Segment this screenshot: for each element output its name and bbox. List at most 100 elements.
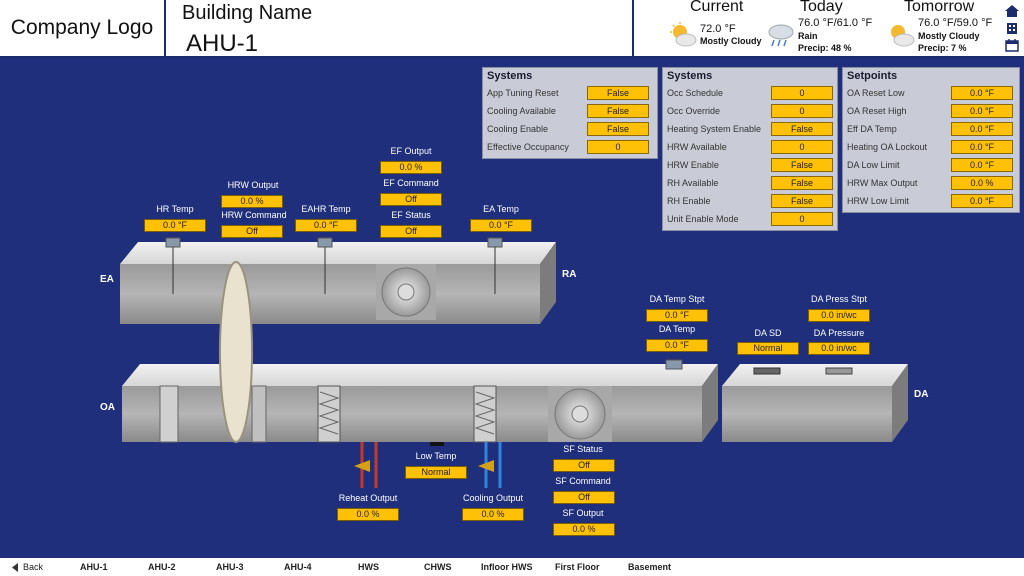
nav-ahu-3[interactable]: AHU-3	[216, 562, 244, 572]
hrw-output-label: HRW Output	[227, 180, 279, 190]
da-temp-stpt-value[interactable]: 0.0 °F	[646, 309, 708, 322]
value-box[interactable]: 0	[771, 104, 833, 118]
weather-tomorrow-temp: 76.0 °F/59.0 °F	[918, 17, 993, 29]
nav-ahu-4[interactable]: AHU-4	[284, 562, 312, 572]
sf-status-value[interactable]: Off	[553, 459, 615, 472]
da-pressure-value[interactable]: 0.0 in/wc	[808, 342, 870, 355]
upper-duct-side	[540, 242, 556, 324]
home-icon[interactable]	[1004, 4, 1020, 18]
da-duct-top	[722, 364, 908, 386]
sf-status-label: SF Status	[563, 444, 603, 454]
value-box[interactable]: False	[771, 194, 833, 208]
weather-tomorrow-precip: Precip: 7 %	[918, 43, 967, 53]
da-temp-sensor	[665, 359, 683, 370]
value-box[interactable]: 0.0 °F	[951, 194, 1013, 208]
ea-label: EA	[100, 274, 114, 285]
value-box[interactable]: 0	[587, 140, 649, 154]
value-box[interactable]: 0.0 °F	[951, 122, 1013, 136]
weather-today-heading: Today	[800, 0, 843, 15]
da-pressure-sensor	[825, 367, 853, 375]
back-button[interactable]: Back	[12, 562, 43, 572]
calendar-icon[interactable]	[1005, 38, 1019, 53]
nav-chws[interactable]: CHWS	[424, 562, 452, 572]
cooling-output-value[interactable]: 0.0 %	[462, 508, 524, 521]
ef-status-value[interactable]: Off	[380, 225, 442, 238]
nav-ahu-1[interactable]: AHU-1	[80, 562, 108, 572]
weather-tomorrow-desc: Mostly Cloudy	[918, 31, 980, 41]
da-temp-value[interactable]: 0.0 °F	[646, 339, 708, 352]
building-icon[interactable]	[1005, 21, 1019, 35]
weather-today-desc: Rain	[798, 31, 818, 41]
hrw-output-value[interactable]: 0.0 %	[221, 195, 283, 208]
value-box[interactable]: False	[587, 86, 649, 100]
value-box[interactable]: False	[771, 176, 833, 190]
company-logo: Company Logo	[0, 0, 166, 56]
eahr-temp-value[interactable]: 0.0 °F	[295, 219, 357, 232]
nav-first-floor[interactable]: First Floor	[555, 562, 600, 572]
value-box[interactable]: 0.0 °F	[951, 140, 1013, 154]
da-pressure-label: DA Pressure	[813, 328, 865, 338]
value-box[interactable]: 0.0 °F	[951, 86, 1013, 100]
sf-command-value[interactable]: Off	[553, 491, 615, 504]
weather-tomorrow: Tomorrow 76.0 °F/59.0 °F Mostly Cloudy P…	[886, 0, 1006, 56]
ra-label: RA	[562, 269, 577, 280]
da-press-stpt-value[interactable]: 0.0 in/wc	[808, 309, 870, 322]
nav-hws[interactable]: HWS	[358, 562, 379, 572]
value-box[interactable]: False	[587, 104, 649, 118]
value-box[interactable]: 0.0 %	[951, 176, 1013, 190]
weather-current-heading: Current	[690, 0, 744, 15]
hr-temp-label: HR Temp	[156, 204, 194, 214]
da-sd-value[interactable]: Normal	[737, 342, 799, 355]
page-title: AHU-1	[186, 30, 259, 57]
sf-output-label: SF Output	[562, 508, 604, 518]
value-box[interactable]: 0	[771, 140, 833, 154]
weather-current: Current 72.0 °F Mostly Cloudy	[650, 0, 770, 56]
nav-basement[interactable]: Basement	[628, 562, 672, 572]
value-box[interactable]: 0	[771, 212, 833, 226]
lower-duct-face	[122, 386, 702, 442]
value-box[interactable]: False	[587, 122, 649, 136]
hrw-command-value[interactable]: Off	[221, 225, 283, 238]
value-box[interactable]: False	[771, 122, 833, 136]
partly-cloudy-icon	[891, 25, 915, 47]
value-box[interactable]: 0	[771, 86, 833, 100]
ef-command-value[interactable]: Off	[380, 193, 442, 206]
reheat-valve	[354, 442, 378, 488]
value-box[interactable]: False	[771, 158, 833, 172]
value-box[interactable]: 0.0 °F	[951, 158, 1013, 172]
sf-output-value[interactable]: 0.0 %	[553, 523, 615, 536]
cooling-output-label: Cooling Output	[462, 493, 524, 503]
upper-duct-top	[120, 242, 556, 264]
reheat-output-value[interactable]: 0.0 %	[337, 508, 399, 521]
hrw-command-label: HRW Command	[221, 210, 287, 220]
low-temp-value[interactable]: Normal	[405, 466, 467, 479]
duct-diagram	[120, 237, 908, 488]
nav-infloor-hws[interactable]: Infloor HWS	[481, 562, 533, 572]
ea-temp-value[interactable]: 0.0 °F	[470, 219, 532, 232]
hr-temp-value[interactable]: 0.0 °F	[144, 219, 206, 232]
ea-temp-label: EA Temp	[483, 204, 519, 214]
weather-tomorrow-heading: Tomorrow	[904, 0, 975, 15]
reheat-coil	[317, 385, 341, 443]
lower-duct-top	[122, 364, 718, 386]
nav-ahu-2[interactable]: AHU-2	[148, 562, 176, 572]
value-box[interactable]: 0.0 °F	[951, 104, 1013, 118]
side-nav	[1000, 0, 1024, 56]
supply-fan	[548, 386, 612, 442]
weather-current-temp: 72.0 °F	[700, 23, 736, 35]
low-temp-switch	[430, 442, 444, 446]
ef-output-value[interactable]: 0.0 %	[380, 161, 442, 174]
low-temp-label: Low Temp	[415, 451, 457, 461]
da-label: DA	[914, 389, 929, 400]
